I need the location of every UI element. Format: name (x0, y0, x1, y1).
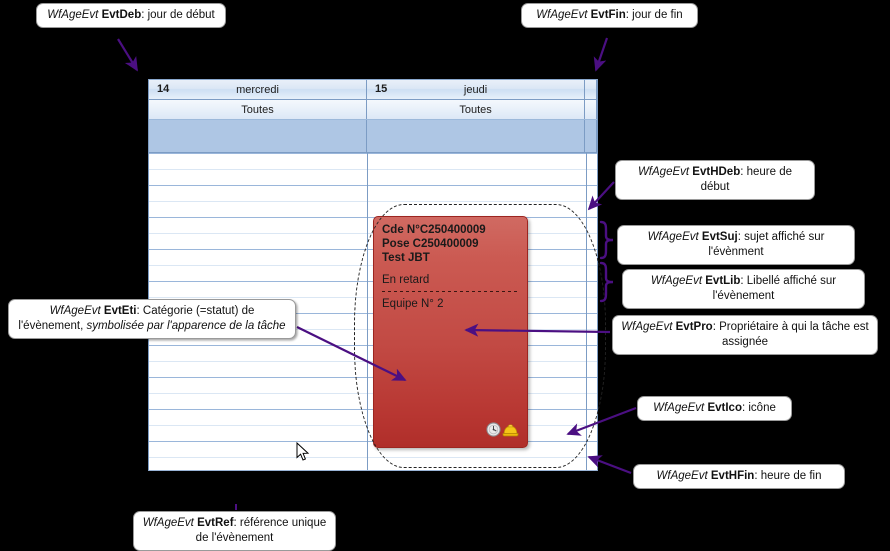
event-reference: Cde N°C250400009 (382, 224, 486, 236)
calendar-header-row: 14 mercredi 15 jeudi (149, 80, 597, 100)
brace-evtlib (599, 261, 614, 303)
callout-field: WfAgeEvt (656, 470, 708, 482)
callout-code: EvtFin (590, 9, 626, 21)
callout-code: EvtHFin (710, 470, 755, 482)
callout-evtpro: WfAgeEvt EvtPro: Propriétaire à qui la t… (612, 315, 878, 355)
callout-field: WfAgeEvt (653, 402, 705, 414)
callout-code: EvtSuj (701, 231, 738, 243)
callout-text: : icône (741, 402, 776, 414)
callout-field: WfAgeEvt (647, 231, 699, 243)
callout-evtlib: WfAgeEvt EvtLib: Libellé affiché sur l'é… (622, 269, 865, 309)
day-number: 14 (157, 83, 170, 95)
hardhat-icon[interactable] (502, 424, 519, 440)
callout-code: EvtPro (675, 321, 713, 333)
callout-code: EvtIco (707, 402, 742, 414)
callout-evtsuj: WfAgeEvt EvtSuj: sujet affiché sur l'évè… (617, 225, 855, 265)
day-header-3[interactable] (585, 80, 597, 99)
callout-text: : Catégorie (=statut) de l'évènement, (18, 305, 255, 332)
card-spacer (382, 265, 520, 273)
callout-evtdeb: WfAgeEvt EvtDeb: jour de début (36, 3, 226, 28)
day-number: 15 (375, 83, 388, 95)
arrow-evtfin (593, 37, 609, 72)
event-status: En retard (382, 274, 430, 286)
all-day-band[interactable] (149, 120, 597, 153)
all-resources-row: Toutes Toutes (149, 100, 597, 120)
callout-field: WfAgeEvt (49, 305, 101, 317)
resource-cell-3[interactable] (585, 100, 597, 119)
callout-evtico: WfAgeEvt EvtIco: icône (637, 396, 792, 421)
callout-field: WfAgeEvt (637, 166, 690, 178)
resource-label: Toutes (459, 103, 492, 116)
callout-text: : jour de fin (625, 9, 683, 21)
callout-code: EvtEti (103, 305, 137, 317)
brace-evtsuj (599, 220, 614, 260)
callout-text: : jour de début (141, 9, 215, 21)
day-name: mercredi (236, 83, 279, 96)
callout-text: : référence unique de l'évènement (195, 517, 327, 544)
callout-text: : Propriétaire à qui la tâche est assign… (712, 321, 869, 348)
callout-field: WfAgeEvt (621, 321, 673, 333)
callout-field: WfAgeEvt (536, 9, 588, 21)
callout-code: EvtLib (705, 275, 741, 287)
resource-label: Toutes (241, 103, 274, 116)
callout-code: EvtHDeb (692, 166, 741, 178)
callout-emphasis: symbolisée par l'apparence de la tâche (86, 320, 286, 332)
event-owner: Equipe N° 2 (382, 298, 444, 310)
callout-text: : sujet affiché sur l'évènment (708, 231, 825, 258)
callout-evthfin: WfAgeEvt EvtHFin: heure de fin (633, 464, 845, 489)
event-subject: Pose C250400009 (382, 238, 479, 250)
callout-text: : heure de fin (754, 470, 822, 482)
callout-code: EvtDeb (101, 9, 142, 21)
event-card[interactable]: Cde N°C250400009 Pose C250400009 Test JB… (373, 216, 528, 448)
card-separator (382, 291, 518, 292)
all-day-cell-3[interactable] (585, 120, 597, 152)
callout-evtref: WfAgeEvt EvtRef: référence unique de l'é… (133, 511, 336, 551)
column-divider-2 (586, 153, 587, 470)
resource-cell-1[interactable]: Toutes (149, 100, 368, 119)
callout-evteti: WfAgeEvt EvtEti: Catégorie (=statut) de … (8, 299, 296, 339)
all-day-cell-1[interactable] (149, 120, 368, 152)
arrow-evtdeb (117, 38, 138, 72)
callout-field: WfAgeEvt (650, 275, 703, 287)
callout-text: : Libellé affiché sur l'évènement (712, 275, 837, 302)
day-name: jeudi (463, 83, 488, 96)
event-icons (486, 422, 519, 440)
column-divider-1 (367, 153, 368, 470)
callout-text: : heure de début (700, 166, 793, 193)
mouse-cursor (296, 442, 310, 461)
event-label: Test JBT (382, 252, 430, 264)
day-header-1[interactable]: 14 mercredi (149, 80, 368, 99)
resource-cell-2[interactable]: Toutes (367, 100, 586, 119)
clock-icon[interactable] (486, 422, 501, 440)
all-day-cell-2[interactable] (367, 120, 586, 152)
day-header-2[interactable]: 15 jeudi (367, 80, 586, 99)
callout-field: WfAgeEvt (142, 517, 194, 529)
callout-field: WfAgeEvt (47, 9, 99, 21)
callout-evthdeb: WfAgeEvt EvtHDeb: heure de début (615, 160, 815, 200)
callout-evtfin: WfAgeEvt EvtFin: jour de fin (521, 3, 698, 28)
callout-code: EvtRef (197, 517, 234, 529)
